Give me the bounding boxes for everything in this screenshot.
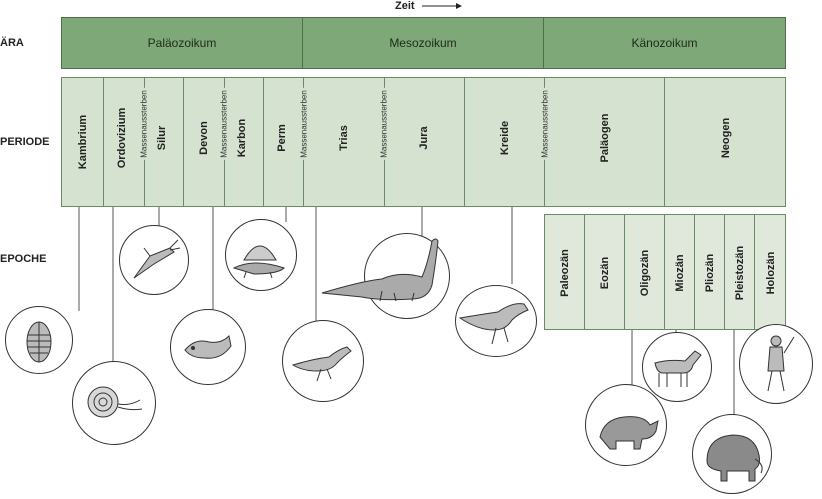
mammoth-circle — [692, 414, 772, 494]
epoch-pliozaen: Pliozän — [695, 215, 725, 329]
small-dinosaur-circle — [282, 320, 364, 402]
row-label-epoch: EPOCHE — [0, 253, 47, 265]
epoch-paleozaen: Paleozän — [545, 215, 585, 329]
early-human-icon — [767, 335, 795, 392]
time-axis-label: Zeit — [395, 0, 462, 12]
horse-icon — [654, 350, 702, 387]
dimetrodon-circle — [225, 219, 297, 291]
epoch-row: Paleozän Eozän Oligozän Miozän Pliozän P… — [544, 214, 786, 330]
tyrannosaur-icon — [458, 303, 529, 345]
time-label-text: Zeit — [395, 0, 415, 12]
rhinoceros-icon — [599, 416, 659, 450]
period-palaeogen: Paläogen — [545, 78, 665, 206]
row-label-period: PERIODE — [0, 136, 50, 148]
sea-scorpion-icon — [133, 239, 181, 279]
ammonite-icon — [87, 386, 143, 418]
sea-scorpion-circle — [119, 225, 189, 295]
dimetrodon-icon — [232, 245, 285, 279]
era-kaenozoikum: Känozoikum — [543, 17, 786, 69]
row-label-era: ÄRA — [0, 37, 24, 49]
ammonite-circle — [72, 361, 156, 445]
horse-circle — [642, 332, 712, 402]
trilobite-icon — [26, 321, 52, 363]
epoch-miozaen: Miozän — [665, 215, 695, 329]
tyrannosaur-circle — [455, 285, 537, 357]
mammoth-icon — [706, 434, 763, 482]
armored-fish-circle — [170, 309, 246, 385]
period-trias-jura: Trias Jura Massenaussterben — [304, 78, 465, 206]
sauropod-icon — [321, 238, 439, 302]
period-ordovizium-silur: Ordovizium Silur Massenaussterben — [104, 78, 184, 206]
armored-fish-icon — [184, 334, 232, 359]
small-dinosaur-icon — [291, 346, 352, 382]
era-label: Mesozoikum — [389, 36, 457, 50]
era-mesozoikum: Mesozoikum — [302, 17, 544, 69]
period-row: Kambrium Ordovizium Silur Massenaussterb… — [61, 77, 786, 207]
era-palaeozoikum: Paläozoikum — [61, 17, 303, 69]
epoch-oligozaen: Oligozän — [625, 215, 665, 329]
period-devon-karbon: Devon Karbon Massenaussterben — [184, 78, 264, 206]
rhinoceros-circle — [585, 384, 667, 466]
era-label: Paläozoikum — [147, 36, 217, 50]
epoch-pleistozaen: Pleistozän — [725, 215, 755, 329]
early-human-circle — [739, 324, 813, 404]
arrow-right-icon — [421, 3, 462, 10]
period-kambrium: Kambrium — [62, 78, 104, 206]
era-label: Känozoikum — [631, 36, 698, 50]
epoch-eozaen: Eozän — [585, 215, 625, 329]
trilobite-circle — [5, 306, 73, 374]
period-kreide: Kreide Massenaussterben — [465, 78, 550, 206]
period-perm: Perm Massenaussterben — [264, 78, 309, 206]
